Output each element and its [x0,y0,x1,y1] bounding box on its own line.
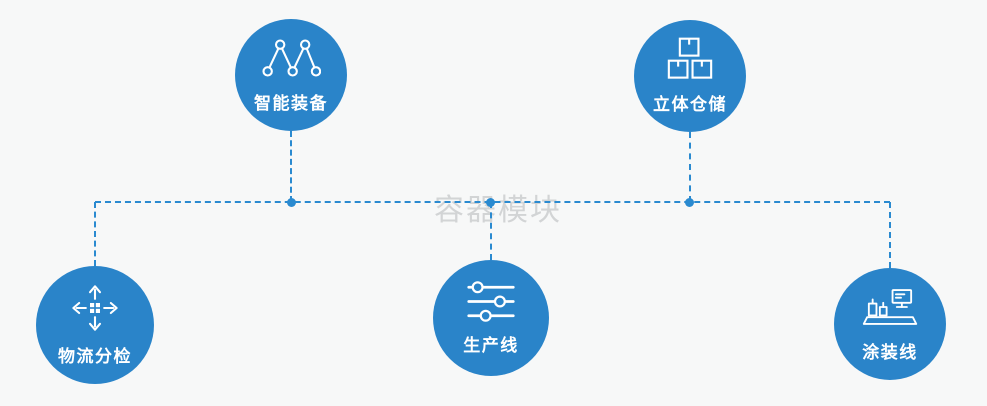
node-label: 物流分检 [58,347,132,366]
node-logistics-sorting[interactable]: 物流分检 [36,266,154,384]
node-production-line[interactable]: 生产线 [433,260,549,376]
sliders-icon [466,280,516,322]
junction-dot [685,198,694,207]
watermark: 容器模块 [434,194,562,227]
node-label: 立体仓储 [653,95,727,114]
node-label: 生产线 [463,335,519,355]
connector-painting [889,202,891,268]
node-warehouse[interactable]: 立体仓储 [634,20,746,132]
boxes-icon [667,37,713,81]
node-label: 涂装线 [862,343,918,362]
connector-warehouse [689,132,691,202]
junction-dot [287,198,296,207]
connector-production [490,202,492,260]
node-label: 智能装备 [254,94,328,113]
junction-dot [486,198,495,207]
node-coating-line[interactable]: 涂装线 [834,268,946,380]
coating-machine-icon [862,285,918,329]
network-icon [261,36,321,80]
sort-arrows-icon [70,283,120,333]
connector-smart-equipment [290,131,292,202]
node-smart-equipment[interactable]: 智能装备 [235,19,347,131]
connector-logistics [94,202,96,266]
